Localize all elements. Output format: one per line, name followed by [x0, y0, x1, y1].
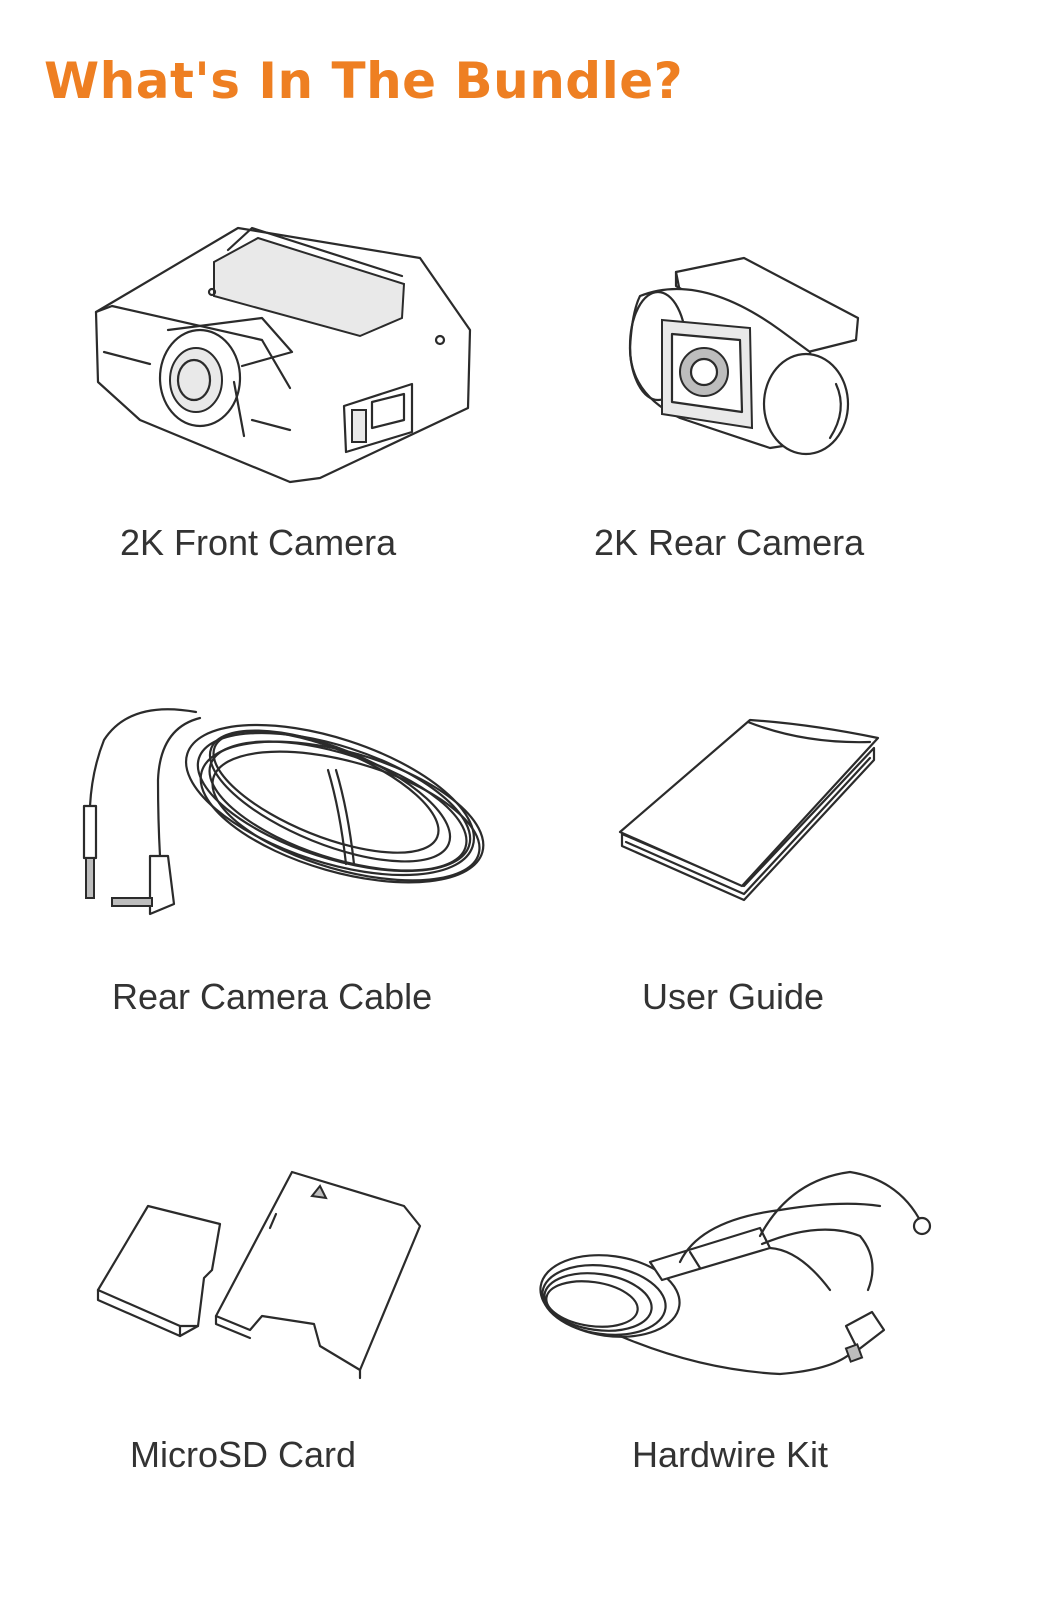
item-label: Hardwire Kit — [632, 1434, 829, 1475]
item-label: MicroSD Card — [130, 1434, 357, 1475]
item-label: 2K Front Camera — [120, 522, 397, 563]
item-label: 2K Rear Camera — [594, 522, 865, 563]
item-label: User Guide — [642, 976, 825, 1017]
item-label: Rear Camera Cable — [112, 976, 433, 1017]
page-title: What's In The Bundle? — [44, 52, 684, 110]
